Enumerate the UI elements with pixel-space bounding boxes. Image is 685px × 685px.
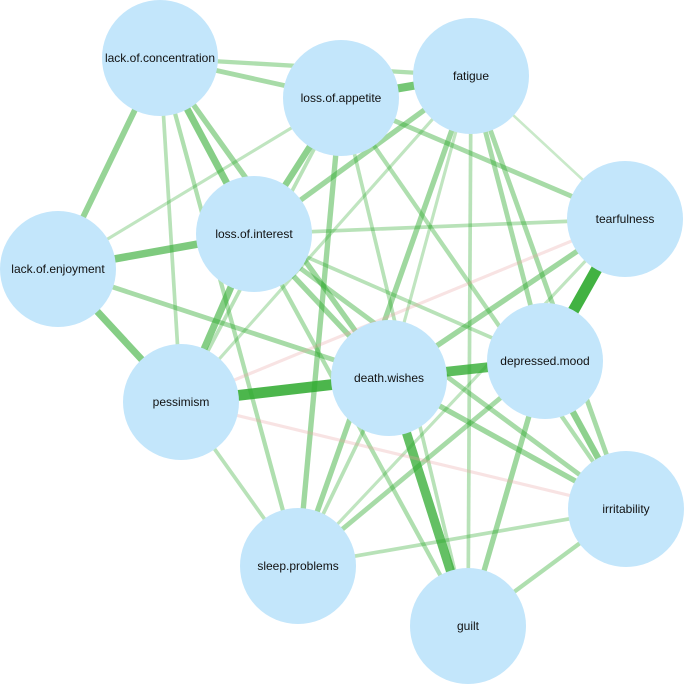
node-label: sleep.problems [257,559,338,573]
edge-loss.of.appetite-irritability [339,96,628,511]
node-circle [567,161,683,277]
edge-tearfulness-sleep.problems [296,217,627,568]
node-label: irritability [602,502,649,516]
node-label: loss.of.interest [215,227,293,241]
node-circle [413,18,529,134]
node-circle [487,303,603,419]
node-circle [0,211,116,327]
edge-fatigue-guilt [466,75,473,627]
edge-fatigue-irritability [468,75,629,510]
node-circle [123,344,239,460]
node-guilt: guilt [410,568,526,684]
node-label: death.wishes [354,371,424,385]
node-label: lack.of.concentration [105,51,215,65]
edge-pessimism-irritability [180,400,627,511]
node-circle [102,0,218,116]
node-irritability: irritability [568,451,684,567]
node-depressed.mood: depressed.mood [487,303,603,419]
node-label: loss.of.appetite [301,91,382,105]
node-circle [331,320,447,436]
node-sleep.problems: sleep.problems [240,508,356,624]
edge-fatigue-pessimism [179,74,473,404]
edge-loss.of.interest-tearfulness [253,217,626,236]
node-death.wishes: death.wishes [331,320,447,436]
edge-loss.of.interest-guilt [252,232,470,628]
node-label: pessimism [153,395,210,409]
node-fatigue: fatigue [413,18,529,134]
edge-lack.of.enjoyment-death.wishes [57,266,390,381]
node-circle [410,568,526,684]
node-label: tearfulness [596,212,655,226]
edge-tearfulness-pessimism [180,217,626,404]
node-loss.of.interest: loss.of.interest [196,176,312,292]
node-circle [568,451,684,567]
node-lack.of.enjoyment: lack.of.enjoyment [0,211,116,327]
node-label: depressed.mood [500,354,589,368]
node-loss.of.appetite: loss.of.appetite [283,40,399,156]
node-tearfulness: tearfulness [567,161,683,277]
edge-lack.of.concentration-sleep.problems [157,57,301,567]
node-circle [240,508,356,624]
node-label: guilt [457,619,480,633]
node-label: lack.of.enjoyment [11,262,105,276]
node-circle [283,40,399,156]
node-label: fatigue [453,69,489,83]
edge-loss.of.appetite-sleep.problems [295,97,344,567]
node-pessimism: pessimism [123,344,239,460]
node-lack.of.concentration: lack.of.concentration [102,0,218,116]
node-circle [196,176,312,292]
